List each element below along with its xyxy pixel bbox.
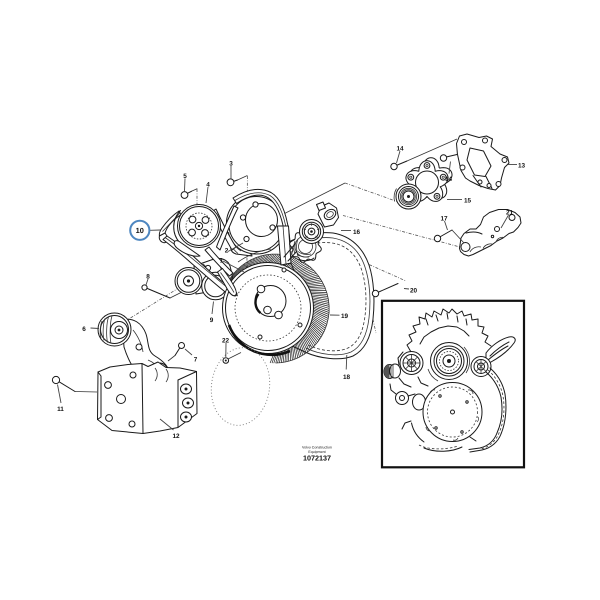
svg-text:18: 18 — [343, 374, 351, 381]
svg-text:11: 11 — [57, 406, 64, 413]
svg-text:10: 10 — [136, 226, 144, 235]
svg-text:4: 4 — [206, 182, 210, 189]
svg-text:12: 12 — [172, 433, 180, 440]
svg-text:17: 17 — [440, 216, 448, 223]
svg-text:1072137: 1072137 — [303, 454, 331, 463]
svg-text:14: 14 — [396, 146, 404, 153]
svg-text:21: 21 — [506, 210, 514, 217]
svg-text:13: 13 — [518, 163, 526, 170]
svg-text:22: 22 — [222, 338, 230, 345]
svg-text:Equipment: Equipment — [308, 450, 325, 454]
svg-text:14: 14 — [445, 176, 453, 183]
svg-text:8: 8 — [146, 274, 150, 281]
svg-text:6: 6 — [82, 326, 86, 333]
svg-text:1: 1 — [220, 258, 224, 265]
svg-text:20: 20 — [410, 288, 418, 295]
svg-text:2: 2 — [225, 248, 229, 255]
svg-text:Volvo Construction: Volvo Construction — [302, 446, 332, 450]
svg-text:5: 5 — [183, 173, 187, 180]
svg-text:9: 9 — [210, 317, 214, 324]
svg-text:7: 7 — [194, 357, 198, 364]
svg-text:19: 19 — [341, 313, 349, 320]
svg-text:16: 16 — [353, 229, 361, 236]
svg-text:15: 15 — [464, 198, 472, 205]
svg-text:3: 3 — [229, 161, 233, 168]
